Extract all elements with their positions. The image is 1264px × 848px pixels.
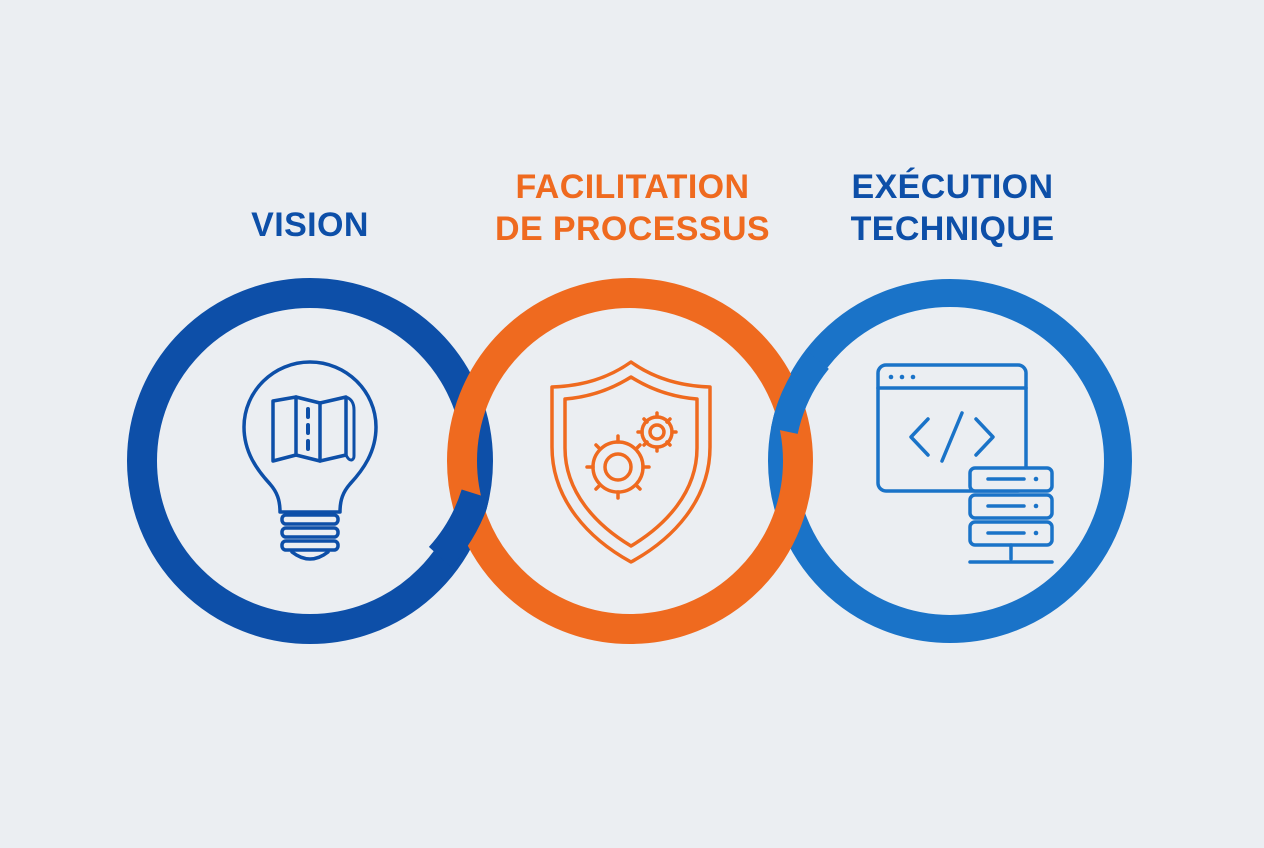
vision-title: VISION — [180, 204, 440, 246]
execution-title: EXÉCUTION TECHNIQUE — [795, 166, 1110, 250]
execution-ring — [768, 279, 1132, 643]
code-window-server-icon — [876, 363, 1054, 564]
execution-title-line-2: TECHNIQUE — [850, 210, 1055, 248]
vision-ring-overlap — [428, 489, 491, 568]
facilitation-title: FACILITATION DE PROCESSUS — [460, 166, 805, 250]
facilitation-title-line-1: FACILITATION — [515, 168, 750, 206]
vision-title-line-1: VISION — [251, 206, 369, 244]
facilitation-ring — [447, 278, 813, 644]
execution-title-line-1: EXÉCUTION — [851, 168, 1054, 206]
execution-ring-overlap — [770, 351, 830, 435]
shield-gears-icon — [550, 360, 712, 564]
vision-ring — [127, 278, 493, 644]
facilitation-title-line-2: DE PROCESSUS — [495, 210, 770, 248]
lightbulb-map-icon — [242, 360, 378, 561]
